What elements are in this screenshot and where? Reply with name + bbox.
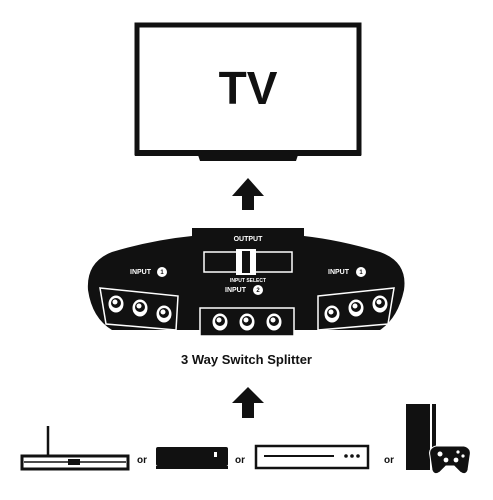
diagram-caption: 3 Way Switch Splitter <box>181 352 312 367</box>
input-select-label: INPUT SELECT <box>230 278 266 284</box>
game-controller-icon <box>429 445 471 475</box>
left-rca-ports <box>99 287 179 331</box>
output-label: OUTPUT <box>234 236 264 243</box>
or-separator: or <box>137 455 147 466</box>
right-rca-ports <box>317 287 395 331</box>
input-left-label: INPUT <box>130 269 152 276</box>
switch-splitter-icon: OUTPUT INPUT SELECT INPUT 1 INPUT 2 INPU… <box>87 228 405 337</box>
router-icon <box>20 426 130 471</box>
streaming-box-icon <box>156 447 228 469</box>
tv-icon: TV <box>134 22 362 161</box>
input-left-num: 1 <box>160 270 164 276</box>
input-right-num: 1 <box>359 270 363 276</box>
input-center-num: 2 <box>256 288 260 294</box>
or-separator: or <box>384 455 394 466</box>
playstation-icon <box>406 404 436 470</box>
input-center-label: INPUT <box>225 287 247 294</box>
input-right-label: INPUT <box>328 269 350 276</box>
arrow-up-icon <box>232 178 264 210</box>
tv-label: TV <box>219 62 278 114</box>
center-rca-ports <box>199 307 295 337</box>
or-separator: or <box>235 455 245 466</box>
game-console-icon <box>254 444 370 470</box>
arrow-up-icon <box>232 387 264 418</box>
